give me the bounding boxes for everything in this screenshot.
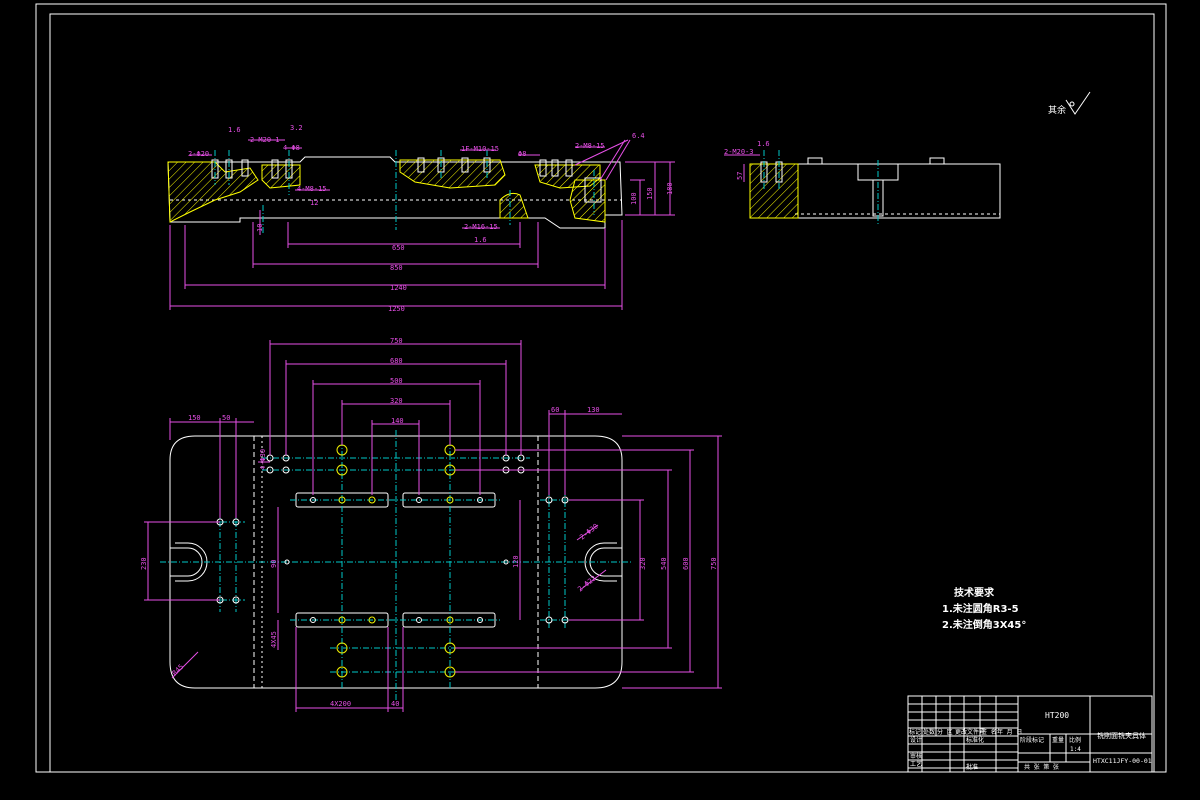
dim-1240: 1240 xyxy=(390,284,407,292)
dim-v-540: 540 xyxy=(660,557,668,570)
tb-header-date: 年 月 日 xyxy=(997,728,1022,736)
dim-top-320: 320 xyxy=(390,397,403,405)
dim-top-750: 750 xyxy=(390,337,403,345)
drawing-number: HTXC11JFY-00-01 xyxy=(1093,757,1152,765)
callout-4-phi8: 4-Φ8 xyxy=(283,144,300,152)
top-view: 750 680 500 320 140 150 50 60 130 750 60… xyxy=(140,337,722,712)
tb-row-design: 设计 xyxy=(910,736,922,744)
title-block-text: HT200 铣削面铣夹具体 HTXC11JFY-00-01 标记 处数 分 区 … xyxy=(909,711,1152,771)
callout-4-phi30: 4-Φ30 xyxy=(259,449,267,470)
callout-1f-m10-15: 1F-M10-15 xyxy=(461,145,499,153)
dim-850: 850 xyxy=(390,264,403,272)
tb-weight: 重量 xyxy=(1052,736,1064,744)
dim-right-130: 130 xyxy=(587,406,600,414)
tech-req-item-2: 2.未注倒角3X45° xyxy=(942,618,1026,631)
tb-header-zone: 分 区 xyxy=(937,728,953,736)
dim-v-600: 600 xyxy=(682,557,690,570)
roughness-symbol: 其余 xyxy=(1048,91,1091,116)
callout-2-phi22: 2-Φ22 xyxy=(576,574,598,593)
inner-border xyxy=(49,13,1155,773)
callout-2-m8-15: 2-M8-15 xyxy=(575,142,605,150)
tb-row-review: 审核 xyxy=(910,752,922,760)
roughness-label: 其余 xyxy=(1048,104,1066,116)
roughness-circle-icon xyxy=(1069,101,1075,107)
side-view: 2-M20-3 1.6 57 xyxy=(724,140,1001,225)
dim-40: 40 xyxy=(391,700,399,708)
dim-v-750: 750 xyxy=(710,557,718,570)
front-view: 650 850 1240 1250 100 150 180 10 2-Φ20 2… xyxy=(167,124,675,313)
tb-stage-mark: 阶段标记 xyxy=(1020,736,1044,744)
title-block xyxy=(907,695,1153,773)
roughness-3-2: 3.2 xyxy=(290,124,303,132)
dim-150: 150 xyxy=(646,187,654,200)
tb-approve: 批准 xyxy=(966,763,978,771)
dim-v-320: 320 xyxy=(639,557,647,570)
tb-row-process: 工艺 xyxy=(910,760,922,768)
callout-2-m16-15: 2-M16-15 xyxy=(464,223,498,231)
callout-phi8: Φ8 xyxy=(518,150,526,158)
roughness-check-icon xyxy=(1065,91,1091,115)
callout-4x45: 4X45 xyxy=(270,631,278,648)
dim-top-500: 500 xyxy=(390,377,403,385)
tech-req-title: 技术要求 xyxy=(954,586,995,599)
roughness-1-6-a: 1.6 xyxy=(228,126,241,134)
tech-req-item-1: 1.未注圆角R3-5 xyxy=(942,602,1019,615)
dim-left-150: 150 xyxy=(188,414,201,422)
dim-left-50: 50 xyxy=(222,414,230,422)
technical-requirements: 技术要求 1.未注圆角R3-5 2.未注倒角3X45° xyxy=(942,586,1026,631)
tb-header-mark: 标记 xyxy=(909,728,921,736)
dim-10: 10 xyxy=(256,224,264,232)
material-label: HT200 xyxy=(1045,711,1069,720)
side-roughness-1-6: 1.6 xyxy=(757,140,770,148)
callout-2-phi20: 2-Φ20 xyxy=(188,150,209,158)
tb-header-change-doc: 更改文件号 xyxy=(955,728,985,736)
tb-scale: 比例 xyxy=(1069,736,1081,744)
dim-top-680: 680 xyxy=(390,357,403,365)
roughness-6-4: 6.4 xyxy=(632,132,645,140)
callout-2-phi30: 2-Φ30 xyxy=(578,522,600,541)
dim-v-120: 120 xyxy=(512,555,520,568)
callout-r45: R45 xyxy=(171,663,186,678)
roughness-1-6-b: 1.6 xyxy=(474,236,487,244)
dim-v-230: 230 xyxy=(140,557,148,570)
dim-57: 57 xyxy=(736,172,744,180)
callout-2-m20-3: 2-M20-3 xyxy=(724,148,754,156)
tb-standardization: 标准化 xyxy=(966,736,984,744)
dim-1250: 1250 xyxy=(388,305,405,313)
dim-4x200: 4X200 xyxy=(330,700,351,708)
roughness-12: 12 xyxy=(310,199,318,207)
dim-right-60: 60 xyxy=(551,406,559,414)
tb-sheet-count: 共 张 第 张 xyxy=(1024,763,1059,771)
dim-180: 180 xyxy=(666,182,674,195)
drawing-title: 铣削面铣夹具体 xyxy=(1097,731,1146,740)
dim-v-90: 90 xyxy=(270,560,278,568)
tb-header-sign: 签 名 xyxy=(981,728,997,736)
dim-650: 650 xyxy=(392,244,405,252)
tb-header-count: 处数 xyxy=(923,728,935,736)
tb-scale-value: 1:4 xyxy=(1070,746,1081,753)
outer-border xyxy=(35,3,1167,773)
callout-2-m20-1: 2-M20-1 xyxy=(250,136,280,144)
dim-100: 100 xyxy=(630,192,638,205)
dim-top-140: 140 xyxy=(391,417,404,425)
callout-4-m8-15: 4-M8-15 xyxy=(297,185,327,193)
